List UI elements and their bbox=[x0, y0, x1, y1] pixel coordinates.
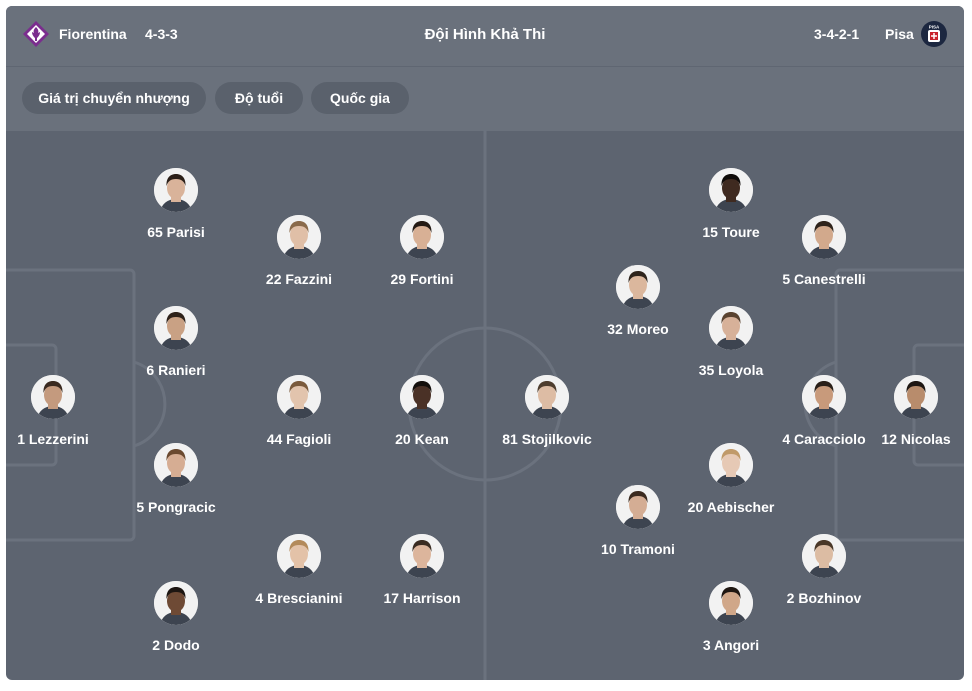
player-10-tramoni[interactable]: 10 Tramoni bbox=[573, 485, 703, 561]
player-22-fazzini[interactable]: 22 Fazzini bbox=[234, 215, 364, 291]
player-photo-avatar[interactable] bbox=[709, 168, 753, 212]
player-name-label: 35 Loyola bbox=[698, 362, 764, 378]
player-photo-avatar[interactable] bbox=[894, 375, 938, 419]
player-15-toure[interactable]: 15 Toure bbox=[666, 168, 796, 244]
away-team-name[interactable]: Pisa bbox=[885, 26, 914, 42]
player-name-label: 17 Harrison bbox=[383, 590, 461, 606]
filter-bar: Giá trị chuyển nhượng Độ tuổi Quốc gia bbox=[6, 66, 964, 131]
player-65-parisi[interactable]: 65 Parisi bbox=[111, 168, 241, 244]
player-photo-avatar[interactable] bbox=[154, 581, 198, 625]
player-6-ranieri[interactable]: 6 Ranieri bbox=[111, 306, 241, 382]
player-photo-avatar[interactable] bbox=[802, 534, 846, 578]
player-photo-avatar[interactable] bbox=[616, 485, 660, 529]
player-photo-avatar[interactable] bbox=[400, 375, 444, 419]
player-12-nicolas[interactable]: 12 Nicolas bbox=[851, 375, 964, 451]
player-photo-avatar[interactable] bbox=[709, 306, 753, 350]
player-photo-avatar[interactable] bbox=[525, 375, 569, 419]
player-name-label: 2 Bozhinov bbox=[786, 590, 862, 606]
home-team-name[interactable]: Fiorentina bbox=[59, 26, 127, 42]
player-name-label: 6 Ranieri bbox=[146, 362, 206, 378]
player-name-label: 3 Angori bbox=[702, 637, 760, 653]
player-name-label: 1 Lezzerini bbox=[17, 431, 89, 447]
player-1-lezzerini[interactable]: 1 Lezzerini bbox=[6, 375, 118, 451]
player-photo-avatar[interactable] bbox=[277, 375, 321, 419]
player-29-fortini[interactable]: 29 Fortini bbox=[357, 215, 487, 291]
fiorentina-logo-icon[interactable] bbox=[22, 20, 50, 48]
home-formation: 4-3-3 bbox=[145, 26, 178, 42]
player-name-label: 32 Moreo bbox=[607, 321, 669, 337]
player-photo-avatar[interactable] bbox=[154, 168, 198, 212]
player-photo-avatar[interactable] bbox=[31, 375, 75, 419]
player-photo-avatar[interactable] bbox=[802, 215, 846, 259]
player-name-label: 5 Canestrelli bbox=[782, 271, 866, 287]
player-20-kean[interactable]: 20 Kean bbox=[357, 375, 487, 451]
player-name-label: 20 Kean bbox=[395, 431, 449, 447]
player-photo-avatar[interactable] bbox=[400, 534, 444, 578]
player-20-aebischer[interactable]: 20 Aebischer bbox=[666, 443, 796, 519]
player-name-label: 15 Toure bbox=[702, 224, 760, 240]
player-photo-avatar[interactable] bbox=[154, 443, 198, 487]
page-title: Đội Hình Khả Thi bbox=[424, 26, 546, 43]
player-name-label: 5 Pongracic bbox=[136, 499, 216, 515]
player-name-label: 81 Stojilkovic bbox=[502, 431, 592, 447]
player-photo-avatar[interactable] bbox=[709, 581, 753, 625]
player-name-label: 4 Brescianini bbox=[255, 590, 343, 606]
player-2-bozhinov[interactable]: 2 Bozhinov bbox=[759, 534, 889, 610]
filter-age-button[interactable]: Độ tuổi bbox=[215, 82, 303, 114]
lineup-card: Fiorentina 4-3-3 Đội Hình Khả Thi 3-4-2-… bbox=[6, 6, 964, 680]
player-name-label: 65 Parisi bbox=[147, 224, 205, 240]
player-name-label: 22 Fazzini bbox=[265, 271, 333, 287]
player-32-moreo[interactable]: 32 Moreo bbox=[573, 265, 703, 341]
player-name-label: 4 Caracciolo bbox=[782, 431, 866, 447]
player-3-angori[interactable]: 3 Angori bbox=[666, 581, 796, 657]
player-name-label: 10 Tramoni bbox=[601, 541, 675, 557]
pisa-logo-text: PISA bbox=[929, 25, 940, 30]
player-photo-avatar[interactable] bbox=[277, 534, 321, 578]
player-name-label: 2 Dodo bbox=[152, 637, 200, 653]
lineup-header: Fiorentina 4-3-3 Đội Hình Khả Thi 3-4-2-… bbox=[6, 6, 964, 66]
player-name-label: 12 Nicolas bbox=[881, 431, 951, 447]
player-5-pongracic[interactable]: 5 Pongracic bbox=[111, 443, 241, 519]
player-17-harrison[interactable]: 17 Harrison bbox=[357, 534, 487, 610]
player-photo-avatar[interactable] bbox=[277, 215, 321, 259]
player-4-brescianini[interactable]: 4 Brescianini bbox=[234, 534, 364, 610]
pisa-logo-icon[interactable]: PISA bbox=[920, 20, 948, 48]
player-5-canestrelli[interactable]: 5 Canestrelli bbox=[759, 215, 889, 291]
away-formation: 3-4-2-1 bbox=[814, 26, 860, 42]
filter-market-value-button[interactable]: Giá trị chuyển nhượng bbox=[22, 82, 206, 114]
player-photo-avatar[interactable] bbox=[709, 443, 753, 487]
player-2-dodo[interactable]: 2 Dodo bbox=[111, 581, 241, 657]
player-name-label: 44 Fagioli bbox=[266, 431, 332, 447]
player-4-caracciolo[interactable]: 4 Caracciolo bbox=[759, 375, 889, 451]
player-photo-avatar[interactable] bbox=[154, 306, 198, 350]
player-81-stojilkovic[interactable]: 81 Stojilkovic bbox=[482, 375, 612, 451]
player-name-label: 29 Fortini bbox=[390, 271, 454, 287]
filter-country-button[interactable]: Quốc gia bbox=[311, 82, 409, 114]
player-44-fagioli[interactable]: 44 Fagioli bbox=[234, 375, 364, 451]
player-photo-avatar[interactable] bbox=[616, 265, 660, 309]
player-name-label: 20 Aebischer bbox=[687, 499, 775, 515]
player-photo-avatar[interactable] bbox=[400, 215, 444, 259]
pitch: 1 Lezzerini 65 Parisi 6 Ranieri 5 Pongracic… bbox=[6, 130, 964, 680]
player-35-loyola[interactable]: 35 Loyola bbox=[666, 306, 796, 382]
player-photo-avatar[interactable] bbox=[802, 375, 846, 419]
